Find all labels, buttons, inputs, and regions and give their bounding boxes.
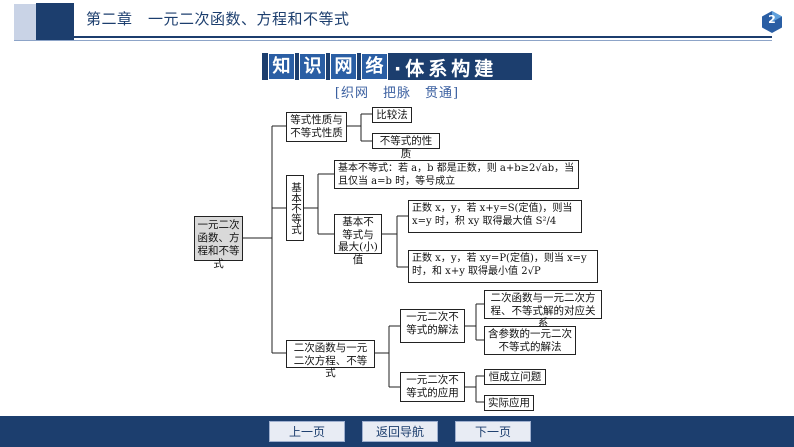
mindmap-root: 一元二次函数、方程和不等式	[194, 216, 243, 270]
header-rule	[74, 36, 772, 38]
header-rule-thin	[14, 40, 772, 41]
node-sum-fixed-max-product: 正数 x，y，若 x+y=S(定值)，则当 x=y 时，积 xy 取得最大值 S…	[408, 200, 582, 233]
return-nav-button[interactable]: 返回导航	[362, 421, 438, 442]
section-subtitle: ·体系构建	[394, 58, 498, 80]
chapter-title: 第二章 一元二次函数、方程和不等式	[86, 10, 350, 28]
node-parametric-inequality: 含参数的一元二次不等式的解法	[484, 326, 576, 355]
node-quadratic-inequality-application: 一元二次不等式的应用	[400, 372, 465, 402]
node-max-min-value: 基本不等式与最大(小)值	[334, 214, 382, 266]
node-practical-application: 实际应用	[484, 395, 534, 411]
node-basic-inequality: 基本不等式	[286, 175, 304, 241]
page-badge-icon	[762, 11, 782, 33]
node-solution-correspondence: 二次函数与一元二次方程、不等式解的对应关系	[484, 290, 602, 329]
section-char: 识	[299, 53, 326, 80]
node-inequality-properties: 不等式的性质	[372, 133, 440, 160]
node-equality-inequality-properties: 等式性质与不等式性质	[286, 112, 347, 142]
node-always-holds-problem: 恒成立问题	[484, 369, 546, 385]
header-decor-dark	[36, 3, 74, 41]
node-basic-inequality-definition: 基本不等式：若 a，b 都是正数，则 a+b≥2√ab，当且仅当 a=b 时，等…	[334, 160, 579, 189]
section-char: 络	[361, 53, 388, 80]
next-page-button[interactable]: 下一页	[455, 421, 531, 442]
section-char: 网	[330, 53, 357, 80]
node-comparison-method: 比较法	[372, 107, 412, 123]
node-quadratic-inequality-solution: 一元二次不等式的解法	[400, 309, 465, 343]
page-number: 2	[768, 13, 776, 26]
prev-page-button[interactable]: 上一页	[269, 421, 345, 442]
section-char: 知	[268, 53, 295, 80]
section-tagline: [织网 把脉 贯通]	[334, 86, 460, 101]
node-product-fixed-min-sum: 正数 x，y，若 xy=P(定值)，则当 x=y 时，和 x+y 取得最小值 2…	[408, 250, 598, 283]
header-decor-light	[14, 4, 36, 40]
section-title-chars: 知 识 网 络	[268, 53, 388, 80]
node-quadratic-function-equation-inequality: 二次函数与一元二次方程、不等式	[286, 340, 375, 379]
